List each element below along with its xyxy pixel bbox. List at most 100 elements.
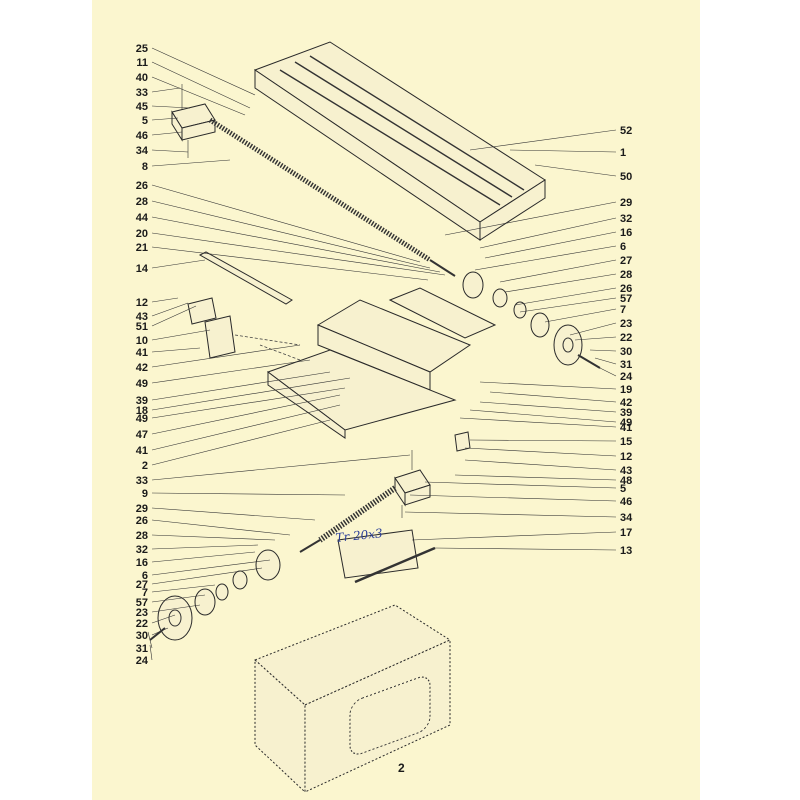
leader-line (589, 349, 617, 352)
leader-line (479, 381, 617, 390)
leader-line (479, 401, 617, 413)
handwheel-assembly-top (462, 271, 601, 369)
leader-line (151, 454, 411, 481)
callout-label: 32 (620, 213, 632, 225)
leader-line (151, 76, 246, 116)
callout-label: 39 (620, 407, 632, 419)
callout-label: 33 (136, 87, 148, 99)
leader-line (479, 217, 617, 249)
callout-label: 25 (136, 43, 148, 55)
callout-label: 2 (142, 460, 148, 472)
callout-label: 42 (136, 362, 148, 374)
callout-label: 44 (136, 212, 149, 224)
leader-line (151, 344, 301, 368)
callout-label: 42 (620, 397, 632, 409)
saddle (259, 287, 497, 439)
leader-line (594, 357, 617, 365)
callout-label: 22 (136, 618, 148, 630)
callout-label: 22 (620, 332, 632, 344)
bearing-block-bottom (394, 450, 431, 518)
handwheel-assembly-bottom (149, 549, 281, 641)
leader-line (519, 297, 617, 313)
callout-label: 16 (136, 557, 148, 569)
callout-label: 52 (620, 125, 632, 137)
callout-label: 34 (620, 512, 633, 524)
leader-line (151, 149, 189, 153)
leader-line (469, 409, 617, 423)
leader-line (151, 105, 191, 109)
callout-label: 15 (620, 436, 632, 448)
callout-label: 28 (620, 269, 632, 281)
callout-label: 13 (620, 545, 632, 557)
callout-label: 46 (620, 496, 632, 508)
callout-label: 51 (136, 321, 148, 333)
callout-label: 31 (136, 643, 148, 655)
callout-label: 50 (620, 171, 632, 183)
leader-line (151, 559, 271, 576)
leader-line (151, 200, 431, 269)
leader-line (509, 149, 617, 153)
callout-label: 41 (136, 445, 148, 457)
base (254, 604, 452, 794)
callout-label: 26 (136, 180, 148, 192)
leader-line (434, 547, 617, 551)
leader-line (151, 347, 201, 353)
leader-line (411, 531, 617, 541)
leader-line (499, 259, 617, 283)
leader-line (151, 567, 263, 585)
leader-line (151, 534, 276, 541)
cover-plate (337, 529, 436, 584)
callout-label: 57 (136, 597, 148, 609)
leader-line (151, 87, 181, 93)
leader-line (514, 287, 617, 306)
callout-label: 31 (620, 359, 632, 371)
leader-line (151, 259, 206, 269)
leader-line (147, 631, 153, 649)
callout-label: 30 (620, 346, 632, 358)
leader-line (444, 201, 617, 236)
leader-line (464, 459, 617, 471)
callout-label: 27 (620, 255, 632, 267)
lead-screw-bottom (299, 485, 397, 553)
leader-line (464, 447, 617, 457)
leader-line (574, 336, 617, 341)
worktable (253, 41, 546, 241)
callout-label: 28 (136, 530, 148, 542)
callout-label: 40 (136, 72, 148, 84)
page-number: 2 (398, 761, 405, 775)
callout-label: 12 (620, 451, 632, 463)
leader-line (151, 246, 429, 281)
leader-line (151, 47, 256, 96)
leader-line (149, 644, 153, 661)
leader-line (404, 511, 617, 518)
leader-line (151, 419, 331, 466)
leader-line (151, 604, 201, 613)
callout-label: 19 (620, 384, 632, 396)
leader-line (151, 216, 441, 273)
callout-label: 18 (136, 405, 148, 417)
callout-label: 48 (620, 475, 632, 487)
leader-line (469, 129, 617, 151)
leader-line (151, 305, 197, 327)
callout-label: 33 (136, 475, 148, 487)
leader-line (151, 184, 421, 263)
callout-label: 43 (620, 465, 632, 477)
callout-label: 27 (136, 579, 148, 591)
leader-line (151, 551, 256, 563)
callout-label: 9 (142, 488, 148, 500)
callout-label: 47 (136, 429, 148, 441)
leader-line (151, 377, 351, 411)
leader-line (151, 302, 189, 317)
shaft (198, 251, 293, 305)
callout-label: 57 (620, 293, 632, 305)
leader-line (151, 584, 216, 593)
callout-label: 45 (136, 101, 148, 113)
callout-label: 29 (620, 197, 632, 209)
leader-line (459, 417, 617, 428)
leader-line (151, 371, 331, 401)
leader-line (151, 387, 346, 419)
callout-label: 29 (136, 503, 148, 515)
callout-label: 49 (620, 417, 632, 429)
leader-line (151, 544, 259, 550)
callout-label: 43 (136, 311, 148, 323)
